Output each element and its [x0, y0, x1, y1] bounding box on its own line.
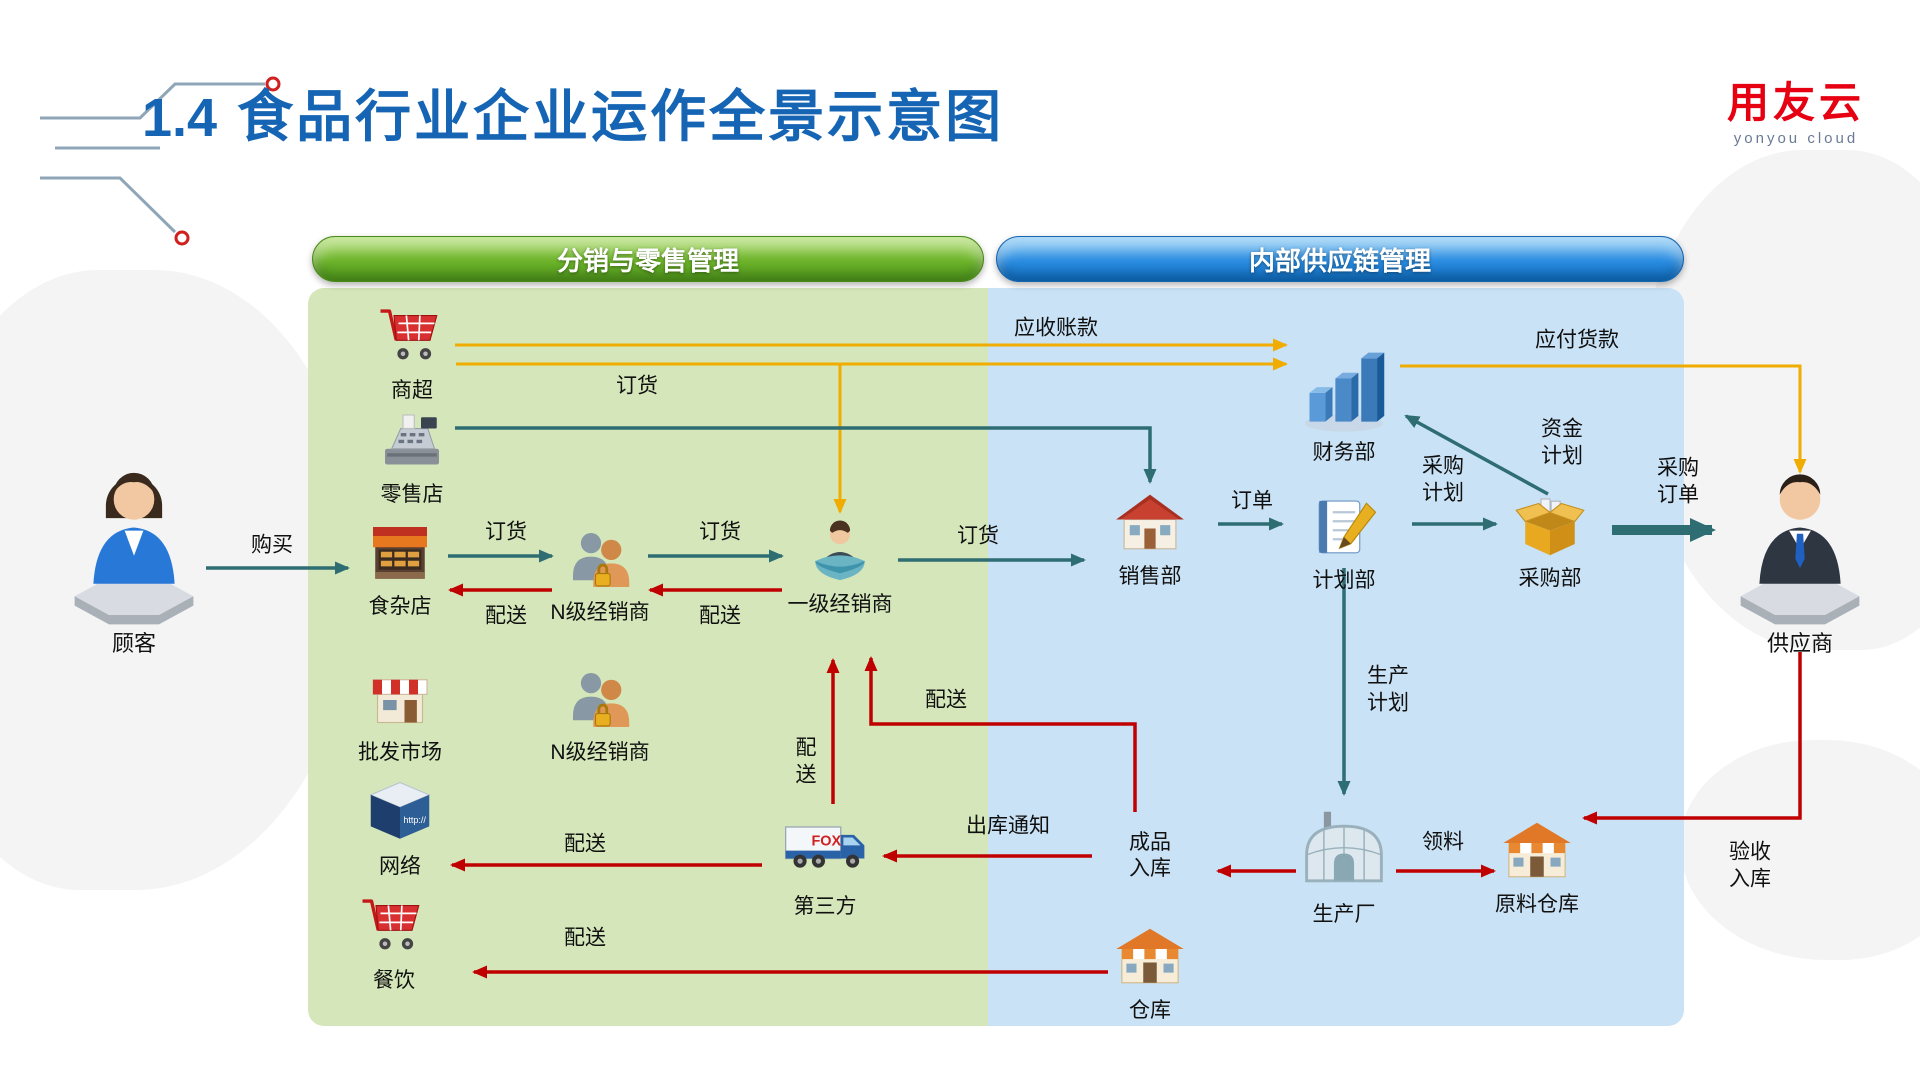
house-icon — [1114, 488, 1186, 560]
node-label: 采购部 — [1518, 567, 1582, 590]
node-raw-material-warehouse: 原料仓库 — [1447, 816, 1627, 918]
node-label: 一级经销商 — [787, 593, 893, 616]
shopping-cart-icon — [358, 892, 430, 964]
warehouse-shed-icon — [1114, 922, 1186, 994]
node-label: 销售部 — [1118, 565, 1182, 588]
edge-label-acceptance-storage: 验收 入库 — [1729, 840, 1771, 891]
edge-label-purchase-order: 采购 订单 — [1657, 456, 1699, 507]
node-catering: 餐饮 — [304, 892, 484, 994]
edge-label-material-requisition: 领料 — [1422, 830, 1464, 854]
delivery-truck-icon — [783, 806, 867, 890]
actor-supplier: 供应商 — [1725, 446, 1875, 658]
world-map-background — [1680, 740, 1920, 960]
node-label: N级经销商 — [550, 601, 650, 624]
woman-figure-icon — [59, 446, 209, 634]
edge-label-production-plan: 生产 计划 — [1367, 664, 1409, 715]
edge-label-delivery-catering: 配送 — [564, 926, 606, 950]
node-wholesale-market: 批发市场 — [310, 664, 490, 766]
open-box-icon — [1514, 490, 1586, 562]
node-label: 生产厂 — [1312, 903, 1376, 926]
dealer-person-icon — [804, 516, 876, 588]
actor-label: 顾客 — [111, 631, 156, 656]
storefront-icon — [364, 518, 436, 590]
page-title: 1.4 食品行业企业运作全景示意图 — [142, 72, 1004, 153]
edge-label-procurement-plan: 采购 计划 — [1422, 454, 1464, 505]
bar-chart-3d-icon — [1298, 344, 1390, 436]
title-number: 1.4 — [142, 88, 218, 148]
node-label: 餐饮 — [373, 969, 415, 992]
node-label: 零售店 — [380, 483, 444, 506]
node-third-party: 第三方 — [735, 806, 915, 920]
node-warehouse: 仓库 — [1060, 922, 1240, 1024]
edge-label-delivery-mid: 配送 — [925, 688, 967, 712]
edge-label-outbound-notice: 出库通知 — [966, 814, 1050, 838]
node-grocery-store: 食杂店 — [310, 518, 490, 620]
edge-label-order-supermarket: 订货 — [616, 374, 658, 398]
edge-label-fund-plan: 资金 计划 — [1541, 417, 1583, 468]
edge-label-receivables: 应收账款 — [1014, 316, 1098, 340]
cash-register-icon — [376, 406, 448, 478]
node-label: 网络 — [379, 855, 421, 878]
man-figure-icon — [1725, 446, 1875, 634]
notebook-pen-icon — [1308, 492, 1380, 564]
edge-label-delivery-n-distributor: 配送 — [699, 604, 741, 628]
node-network: 网络 — [310, 778, 490, 880]
section-header-distribution: 分销与零售管理 — [312, 236, 984, 282]
edge-label-payables: 应付货款 — [1535, 328, 1619, 352]
node-production-plant: 生产厂 — [1254, 806, 1434, 928]
node-finance-dept: 财务部 — [1254, 344, 1434, 466]
edge-label-purchase: 购买 — [251, 533, 293, 557]
people-group-icon — [564, 664, 636, 736]
node-label: 仓库 — [1129, 999, 1171, 1022]
node-n-distributor-a: N级经销商 — [510, 524, 690, 626]
node-planning-dept: 计划部 — [1254, 492, 1434, 594]
node-label: 批发市场 — [358, 741, 442, 764]
node-sales-dept: 销售部 — [1060, 488, 1240, 590]
node-supermarket: 商超 — [322, 302, 502, 404]
node-n-distributor-b: N级经销商 — [510, 664, 690, 766]
circuit-decoration — [40, 76, 281, 246]
edge-label-delivery-vertical: 配 送 — [795, 736, 817, 787]
node-label: 第三方 — [793, 895, 857, 918]
brand-subtitle: yonyou cloud — [1733, 130, 1859, 147]
edge-label-sales-order: 订单 — [1231, 489, 1273, 513]
actor-customer: 顾客 — [59, 446, 209, 658]
node-label: 计划部 — [1312, 569, 1376, 592]
shopping-cart-icon — [376, 302, 448, 374]
node-label: 财务部 — [1312, 441, 1376, 464]
section-header-supply-chain: 内部供应链管理 — [996, 236, 1684, 282]
people-group-icon — [564, 524, 636, 596]
edge-label-order-n-distributor: 订货 — [699, 520, 741, 544]
edge-label-delivery-network: 配送 — [564, 832, 606, 856]
edge-label-order-grocery: 订货 — [485, 520, 527, 544]
edge-label-order-first-distributor: 订货 — [957, 524, 999, 548]
actor-label: 供应商 — [1766, 631, 1833, 656]
node-retail-store: 零售店 — [322, 406, 502, 508]
node-first-distributor: 一级经销商 — [750, 516, 930, 618]
node-finished-goods: 成品 入库 — [1060, 826, 1240, 883]
title-text: 食品行业企业运作全景示意图 — [237, 85, 1005, 148]
node-label: N级经销商 — [550, 741, 650, 764]
node-label: 成品 入库 — [1129, 831, 1171, 881]
node-label: 原料仓库 — [1495, 893, 1579, 916]
awning-market-icon — [364, 664, 436, 736]
node-label: 食杂店 — [368, 595, 432, 618]
node-label: 商超 — [391, 379, 433, 402]
brand-name: 用友云 — [1726, 79, 1865, 126]
factory-greenhouse-icon — [1298, 806, 1390, 898]
http-cube-icon — [364, 778, 436, 850]
world-map-background — [0, 270, 360, 890]
edge-label-delivery-grocery: 配送 — [485, 604, 527, 628]
node-procurement-dept: 采购部 — [1460, 490, 1640, 592]
brand-logo: 用友云 yonyou cloud — [1726, 79, 1865, 148]
warehouse-shed-icon — [1501, 816, 1573, 888]
